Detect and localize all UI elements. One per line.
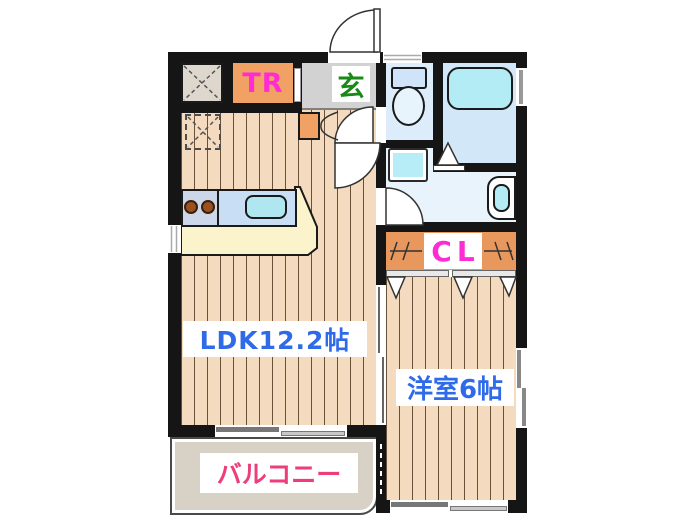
sliding-door-panel [382, 357, 384, 423]
stove-burner-icon [201, 200, 215, 214]
window-sash [522, 388, 526, 426]
wall [433, 63, 443, 172]
trunk-room: TR [233, 63, 293, 103]
entrance-door-swing-icon [329, 8, 381, 53]
ldk-label: LDK12.2帖 [183, 321, 367, 357]
pipe-space-box [181, 63, 223, 103]
western-room-label: 洋室6帖 [396, 369, 514, 406]
kitchen-sink-icon [245, 195, 287, 219]
wall [223, 63, 233, 103]
wall [376, 63, 386, 107]
western-room-side-window [516, 348, 527, 428]
washing-machine-pan-icon [388, 148, 428, 182]
window-sash [450, 506, 507, 511]
wall [376, 222, 527, 232]
wall [433, 163, 516, 172]
shoe-cabinet [298, 112, 320, 140]
closet-door-track [386, 270, 449, 277]
toilet-door-opening [376, 107, 386, 143]
balcony-label: バルコニー [200, 453, 358, 493]
bathtub-icon [447, 67, 513, 110]
trunk-room-door [294, 68, 301, 102]
wall [380, 52, 383, 63]
toilet-window [383, 52, 422, 63]
wall [168, 103, 302, 113]
stove-burner-icon [184, 200, 198, 214]
closet-door-track [452, 270, 516, 277]
trunk-room-label: TR [242, 67, 284, 99]
entrance-door-opening [328, 52, 380, 63]
bathroom-door-opening [433, 165, 465, 171]
wall [168, 52, 328, 63]
kitchen-counter [181, 189, 297, 227]
washroom-door-opening [376, 188, 386, 225]
window-sash [391, 502, 448, 507]
closet-label: CL [424, 233, 482, 269]
kitchen-window [168, 225, 181, 253]
wall [376, 140, 433, 148]
window-sash [517, 350, 521, 388]
wall [376, 143, 386, 188]
toilet-bowl-icon [392, 86, 425, 126]
sliding-door-panel [378, 287, 380, 353]
wall [422, 52, 527, 63]
sliding-door-ldk-western [376, 285, 386, 425]
wall [516, 52, 527, 513]
bathroom-window-sash [519, 70, 523, 104]
window-sash [216, 427, 279, 432]
entrance-label: 玄 [332, 66, 370, 103]
window-sash [281, 431, 345, 436]
vanity-basin-icon [493, 184, 510, 212]
dashed-hatch-box [185, 114, 221, 150]
wall [376, 225, 386, 285]
